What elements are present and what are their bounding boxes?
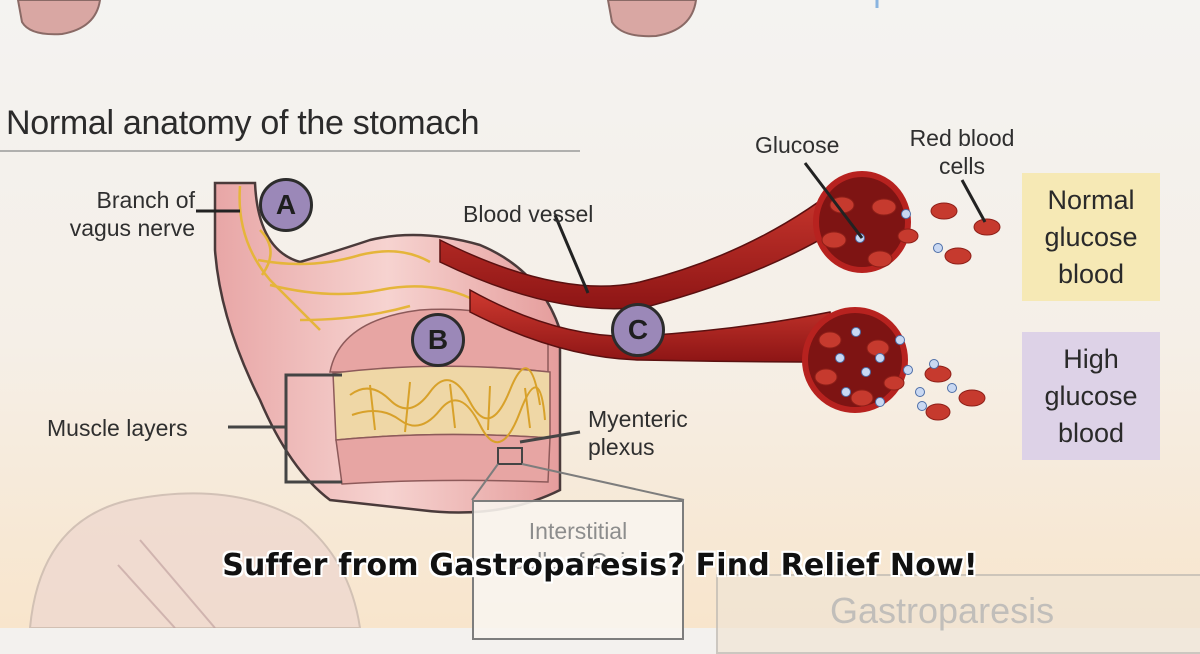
gastroparesis-panel: Gastroparesis — [716, 574, 1200, 654]
top-fragment-left — [16, 0, 102, 36]
high-glucose-box: High glucose blood — [1022, 332, 1160, 460]
glucose-pointer — [803, 162, 864, 239]
gastroparesis-label: Gastroparesis — [830, 590, 1055, 631]
label-myenteric-plexus: Myenteric plexus — [588, 406, 688, 460]
normal-glucose-box: Normal glucose blood — [1022, 173, 1160, 301]
blood-vessel-pointer — [553, 214, 590, 294]
inset-marker — [497, 447, 523, 465]
top-fragment-mid — [606, 0, 698, 38]
vessel-opening-normal — [813, 171, 911, 273]
myenteric-pointer — [519, 430, 581, 444]
label-blood-vessel: Blood vessel — [463, 201, 594, 227]
interstitial-inset: Interstitial cells of Cajal — [472, 500, 684, 640]
lower-stomach-lines — [117, 539, 216, 628]
label-muscle-layers: Muscle layers — [47, 415, 188, 441]
myenteric-layer — [332, 365, 551, 441]
vagus-nerve-branches — [238, 185, 471, 331]
normal-cells — [821, 196, 1001, 268]
headline: Suffer from Gastroparesis? Find Relief N… — [222, 548, 978, 583]
badge-c: C — [611, 303, 665, 357]
badge-a: A — [259, 178, 313, 232]
diagram-title: Normal anatomy of the stomach — [6, 104, 480, 142]
high-cells — [814, 327, 986, 421]
badge-b: B — [411, 313, 465, 367]
label-vagus-nerve: Branch of vagus nerve — [69, 187, 195, 241]
myenteric-network — [349, 367, 546, 444]
lower-stomach — [28, 492, 362, 628]
muscle-band-inner — [335, 433, 551, 485]
label-red-blood-cells: Red blood cells — [909, 125, 1015, 179]
label-glucose: Glucose — [755, 132, 840, 158]
rbc-pointer — [960, 179, 987, 223]
inset-connector — [471, 463, 685, 501]
